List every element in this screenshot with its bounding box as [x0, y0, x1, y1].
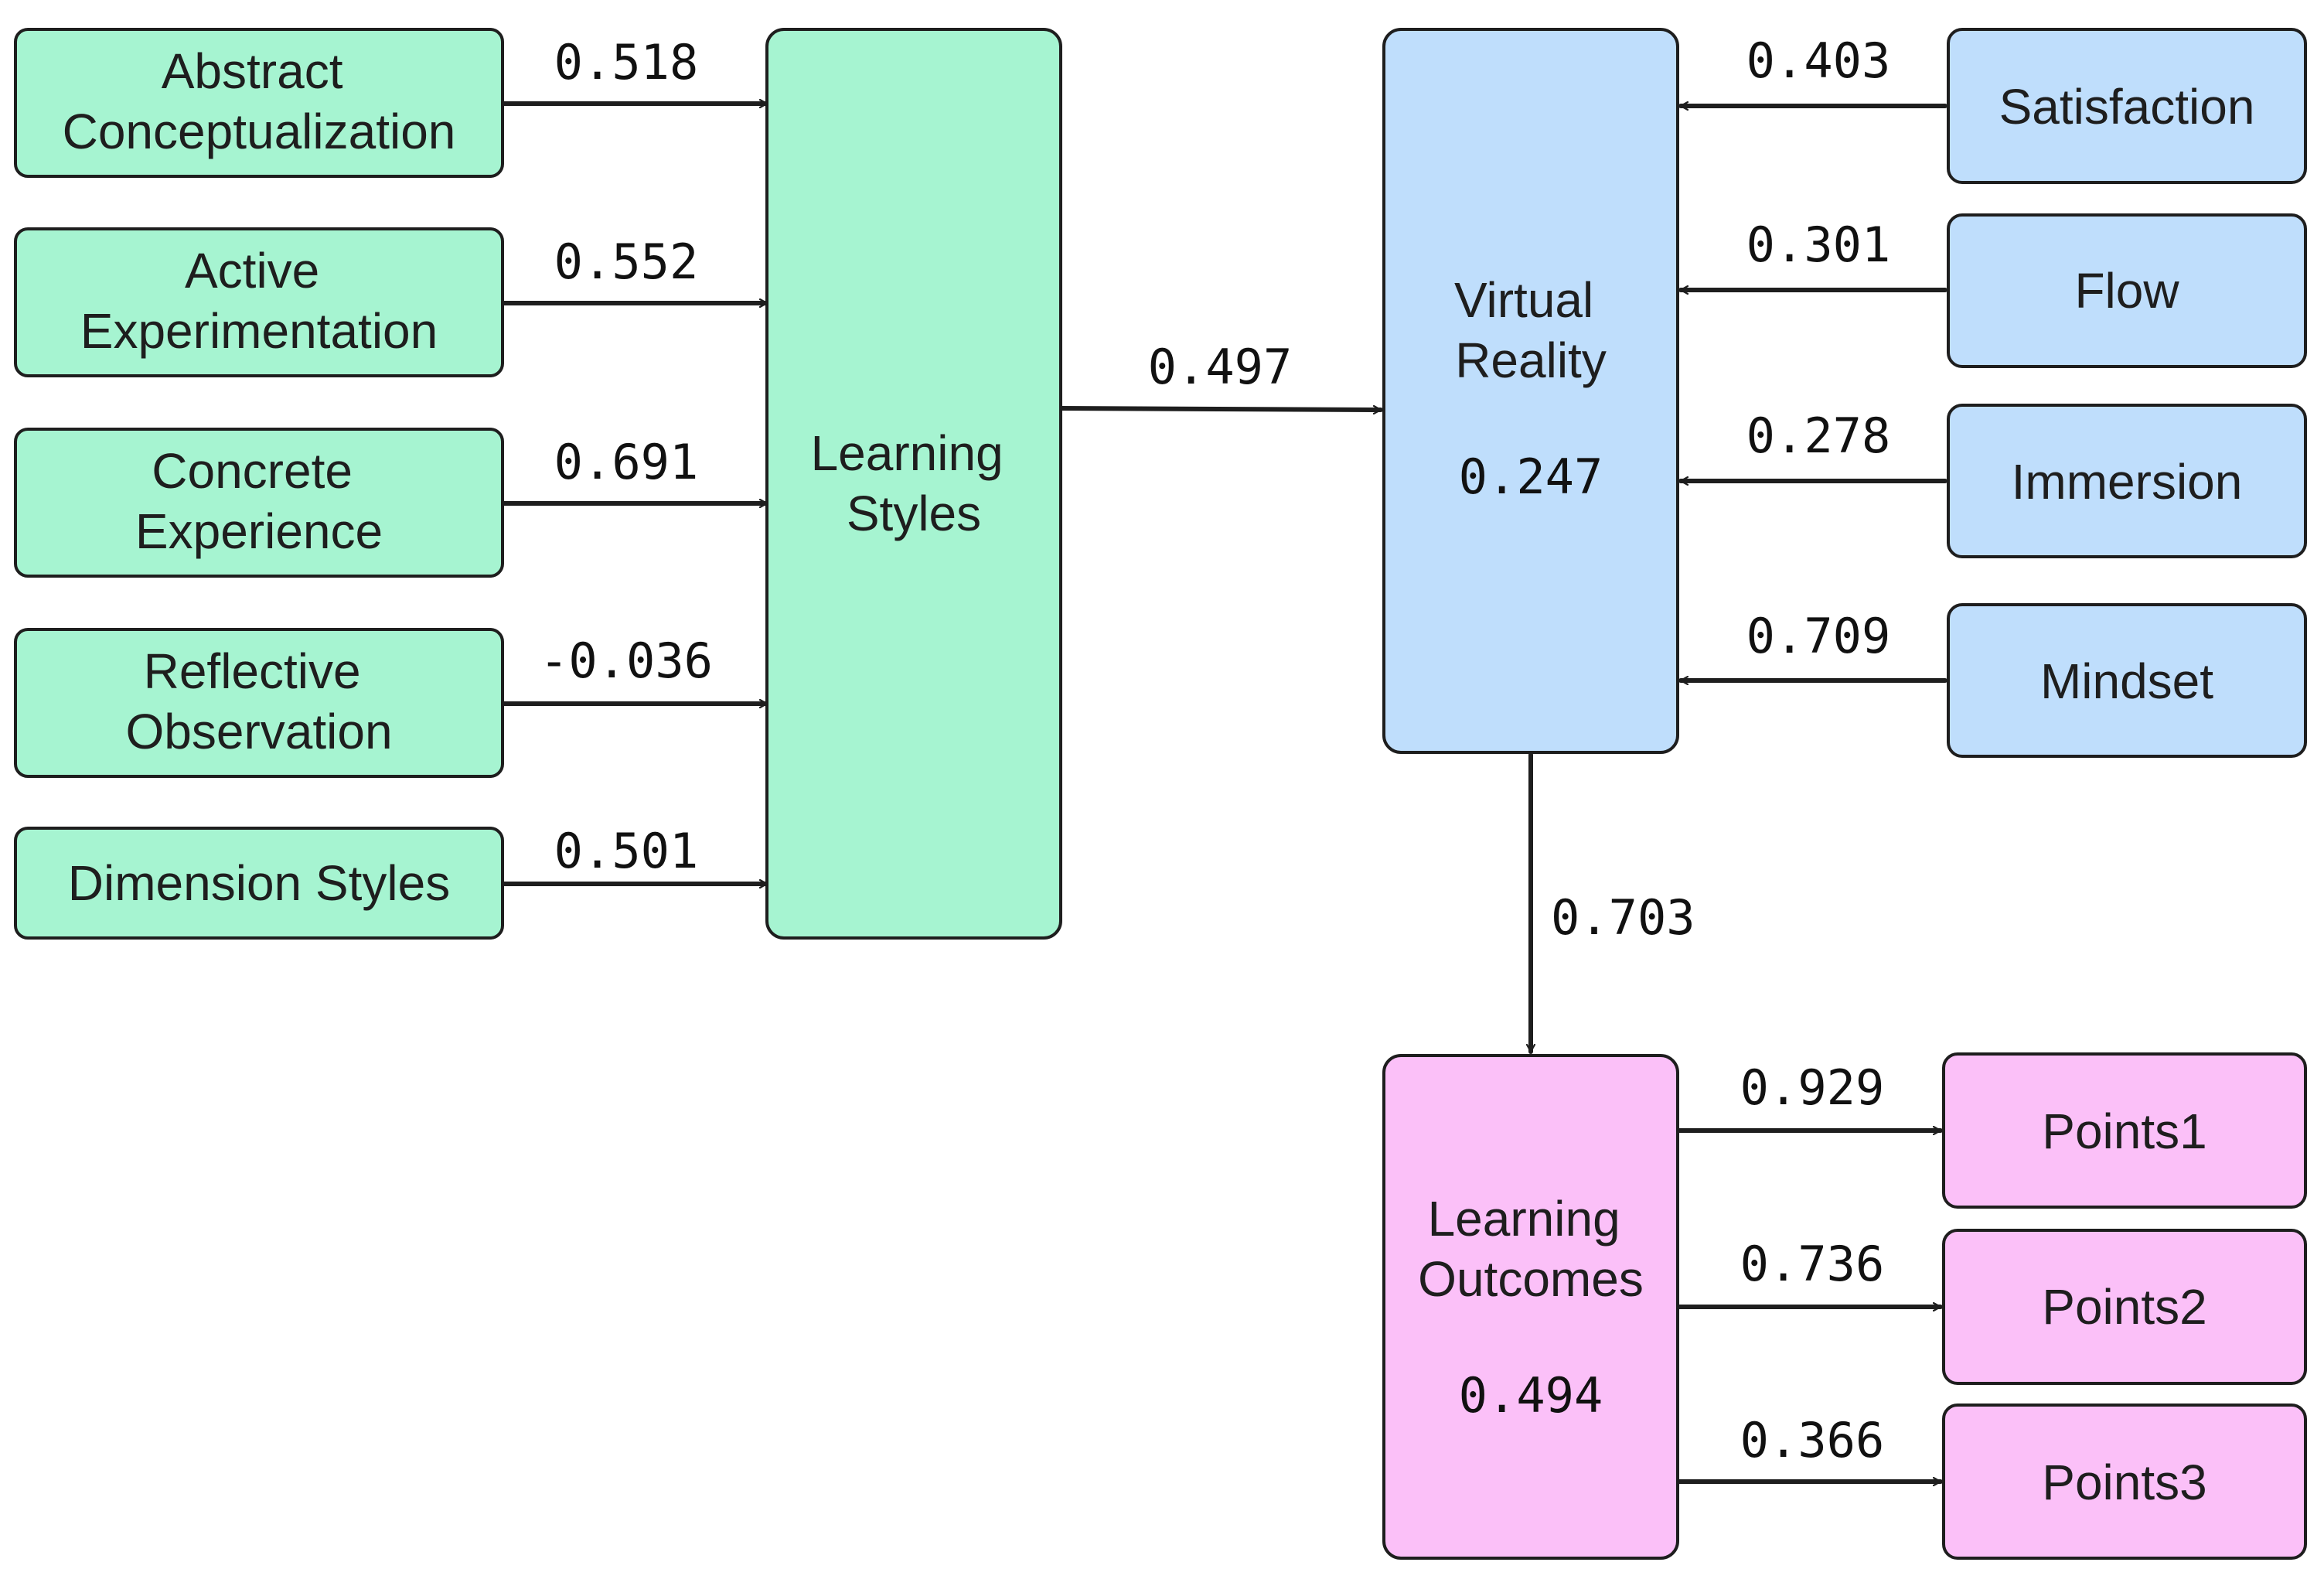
node-active-experimentation[interactable]: Active Experimentation	[14, 227, 504, 377]
node-concrete-experience[interactable]: Concrete Experience	[14, 428, 504, 578]
node-points3[interactable]: Points3	[1942, 1404, 2307, 1560]
edge-weights: 0.518 0.552 0.691 -0.036 0.501 0.497 0.4…	[540, 32, 1890, 1468]
node-label: Satisfaction	[1999, 79, 2255, 135]
node-label: Flow	[2074, 263, 2179, 319]
weight-learning-styles-to-virtual-reality: 0.497	[1148, 339, 1293, 395]
node-label: Concrete Experience	[135, 443, 383, 559]
node-label: Learning Outcomes	[1418, 1191, 1644, 1307]
node-learning-styles[interactable]: Learning Styles	[765, 28, 1062, 940]
weight-learning-outcomes-to-points3: 0.366	[1740, 1412, 1885, 1468]
weight-concrete-to-learning-styles: 0.691	[554, 434, 699, 490]
weight-active-to-learning-styles: 0.552	[554, 234, 699, 290]
edge-learning-styles-to-virtual-reality	[1058, 408, 1383, 410]
weight-learning-outcomes-to-points2: 0.736	[1740, 1236, 1885, 1292]
node-points2[interactable]: Points2	[1942, 1229, 2307, 1385]
node-dimension-styles[interactable]: Dimension Styles	[14, 827, 504, 940]
node-label: Immersion	[2012, 454, 2243, 510]
node-points1[interactable]: Points1	[1942, 1052, 2307, 1209]
node-learning-outcomes[interactable]: Learning Outcomes 0.494	[1382, 1054, 1679, 1560]
node-label: Learning Styles	[811, 425, 1017, 541]
node-satisfaction[interactable]: Satisfaction	[1947, 28, 2307, 184]
weight-dimension-to-learning-styles: 0.501	[554, 823, 699, 879]
node-label: Reflective Observation	[125, 643, 392, 759]
node-mindset[interactable]: Mindset	[1947, 603, 2307, 758]
node-abstract-conceptualization[interactable]: Abstract Conceptualization	[14, 28, 504, 178]
node-label: Points3	[2042, 1455, 2206, 1510]
node-label: Mindset	[2040, 653, 2213, 709]
weight-immersion-to-virtual-reality: 0.278	[1746, 408, 1891, 464]
weight-learning-outcomes-to-points1: 0.929	[1740, 1059, 1885, 1116]
node-virtual-reality[interactable]: Virtual Reality 0.247	[1382, 28, 1679, 754]
node-label: Virtual Reality	[1454, 272, 1607, 388]
node-value: 0.494	[1459, 1367, 1603, 1424]
weight-flow-to-virtual-reality: 0.301	[1746, 217, 1891, 273]
node-flow[interactable]: Flow	[1947, 213, 2307, 368]
node-label: Points1	[2042, 1103, 2206, 1159]
node-label: Dimension Styles	[68, 855, 450, 911]
node-immersion[interactable]: Immersion	[1947, 404, 2307, 558]
node-reflective-observation[interactable]: Reflective Observation	[14, 628, 504, 778]
node-value: 0.247	[1459, 449, 1603, 505]
weight-reflective-to-learning-styles: -0.036	[540, 633, 713, 689]
node-label: Active Experimentation	[80, 243, 438, 359]
weight-abstract-to-learning-styles: 0.518	[554, 34, 699, 90]
node-label: Abstract Conceptualization	[63, 43, 456, 159]
weight-virtual-reality-to-learning-outcomes: 0.703	[1551, 889, 1695, 946]
weight-mindset-to-virtual-reality: 0.709	[1746, 608, 1891, 664]
weight-satisfaction-to-virtual-reality: 0.403	[1746, 32, 1891, 89]
edges	[502, 104, 1947, 1482]
node-label: Points2	[2042, 1279, 2206, 1335]
